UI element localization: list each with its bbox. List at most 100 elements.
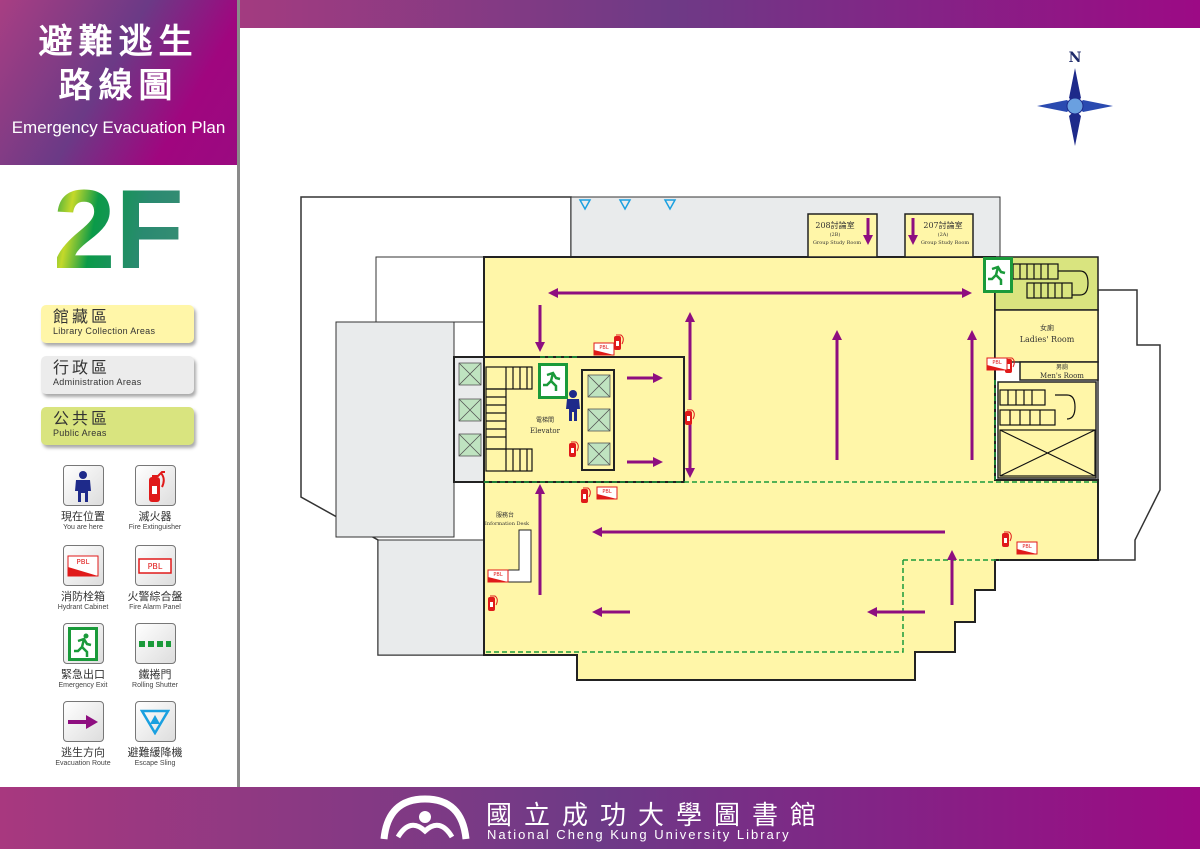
emergency-exit-sign	[983, 257, 1013, 293]
zone-en: Administration Areas	[53, 377, 142, 387]
fire-equipment: PBL PBL PBL PBL PBL	[487, 334, 1038, 611]
library-name-zh: 國立成功大學圖書館	[486, 801, 829, 831]
hydrant-cabinet-icon: PBL	[1016, 541, 1038, 555]
evacuation-arrow	[685, 420, 695, 478]
mens-room-en: Men's Room	[1040, 372, 1084, 380]
fire-extinguisher-icon	[581, 487, 591, 503]
legend-label-en: Fire Alarm Panel	[129, 604, 181, 611]
stairs-icon	[485, 366, 533, 472]
east-wing	[1097, 289, 1161, 561]
emergency-exit-sign	[538, 363, 568, 399]
svg-text:PBL: PBL	[599, 345, 608, 351]
fire-alarm-panel-icon: PBL	[138, 557, 172, 574]
evacuation-arrow	[832, 330, 842, 460]
svg-text:PBL: PBL	[992, 360, 1001, 366]
rolling-shutter-icon	[139, 640, 171, 647]
title-line2: 路線圖	[58, 66, 179, 106]
legend-label: 逃生方向	[61, 746, 105, 759]
person-icon	[75, 470, 91, 502]
legend-label-en: Evacuation Route	[55, 760, 111, 767]
legend-label: 避難緩降機	[127, 746, 183, 759]
evacuation-arrow	[867, 607, 925, 617]
subtitle: Emergency Evacuation Plan	[11, 118, 226, 137]
svg-text:PBL: PBL	[1022, 544, 1031, 550]
footer-banner: 國立成功大學圖書館 National Cheng Kung University…	[0, 787, 1200, 849]
evacuation-arrow	[535, 305, 545, 352]
svg-text:PBL: PBL	[602, 489, 611, 495]
escape-sling-markers	[578, 199, 677, 211]
evacuation-arrow	[627, 457, 663, 467]
zone-zh: 公共區	[53, 409, 111, 428]
legend-label: 滅火器	[138, 510, 172, 523]
zone-en: Library Collection Areas	[53, 326, 156, 336]
svg-text:PBL: PBL	[148, 562, 163, 571]
title-block: 避難逃生 路線圖 Emergency Evacuation Plan	[0, 0, 237, 165]
ladies-room-zh: 女廁	[1040, 323, 1054, 332]
fire-extinguisher-icon	[1002, 531, 1012, 547]
hydrant-cabinet-icon: PBL	[67, 555, 99, 576]
room-208-code: (2B)	[830, 231, 841, 238]
ladies-room-en: Ladies' Room	[1020, 335, 1075, 344]
room-207-code: (2A)	[938, 231, 949, 238]
room-208-en: Group Study Room	[813, 240, 861, 246]
evacuation-arrow	[535, 484, 545, 595]
room-207-en: Group Study Room	[921, 240, 969, 246]
title-line1: 避難逃生	[38, 22, 199, 62]
floor-plan: N 208討論室 (2B) Group Study Room 207討論室 (2…	[300, 50, 1161, 681]
fire-extinguisher-icon	[614, 334, 624, 350]
legend-label: 緊急出口	[61, 668, 105, 681]
evacuation-arrow	[548, 288, 972, 298]
svg-text:PBL: PBL	[493, 572, 502, 578]
admin-area	[375, 256, 485, 323]
evacuation-arrow	[947, 550, 957, 605]
hydrant-cabinet-icon: PBL	[596, 486, 618, 500]
elevator-hall-zh: 電梯間	[536, 416, 554, 424]
hydrant-cabinet-icon: PBL	[593, 342, 615, 356]
elevator-icons	[587, 374, 611, 466]
admin-area	[335, 321, 455, 538]
information-desk-en: Information Desk	[485, 521, 530, 527]
legend-label: 消防栓箱	[61, 590, 105, 603]
legend-label-en: Emergency Exit	[58, 682, 108, 689]
hydrant-cabinet-icon: PBL	[986, 357, 1008, 371]
evacuation-arrow	[863, 218, 873, 245]
you-are-here-marker	[566, 390, 580, 421]
mens-room	[1019, 361, 1099, 381]
elevator-hall-en: Elevator	[530, 427, 561, 435]
legend-label-en: Fire Extinguisher	[128, 524, 182, 531]
svg-text:PBL: PBL	[77, 558, 90, 566]
elevator-icons	[458, 362, 482, 457]
ncku-library-logo	[380, 795, 470, 840]
svg-text:N: N	[1069, 50, 1082, 66]
room-208-label: 208討論室	[815, 220, 854, 230]
emergency-exit-icon	[68, 626, 98, 661]
legend-label: 鐵捲門	[138, 668, 172, 681]
arrow-right-icon	[68, 714, 98, 729]
compass-icon: N	[1037, 50, 1113, 146]
fire-extinguisher-icon	[149, 470, 165, 502]
fire-extinguisher-icon	[488, 595, 498, 611]
escape-sling-icon	[140, 709, 170, 735]
ladies-room	[994, 309, 1099, 363]
legend-label-en: You are here	[63, 524, 103, 531]
zone-en: Public Areas	[53, 428, 107, 438]
zone-zh: 行政區	[53, 358, 111, 377]
evacuation-routes	[535, 218, 977, 617]
room-207-label: 207討論室	[923, 220, 962, 230]
zone-zh: 館藏區	[53, 307, 111, 326]
legend-label: 火警綜合盤	[127, 590, 183, 603]
evacuation-arrow	[592, 527, 945, 537]
fire-extinguisher-icon	[569, 441, 579, 457]
library-name-en: National Cheng Kung University Library	[487, 827, 791, 842]
